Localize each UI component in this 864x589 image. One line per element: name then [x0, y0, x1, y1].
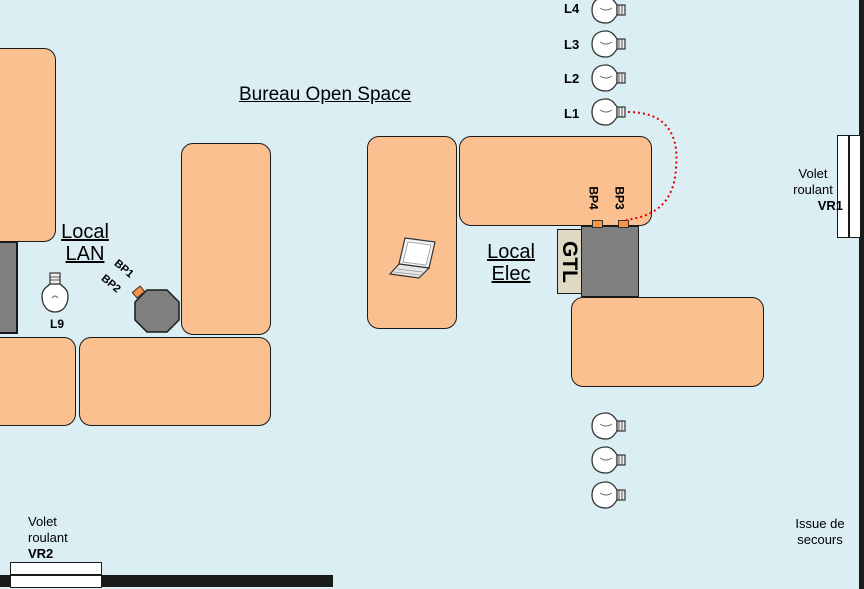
bp3-button[interactable] — [618, 220, 629, 228]
gtl-label: GTL — [558, 241, 581, 283]
local-lan-label: Local LAN — [50, 221, 120, 265]
wiring-l1-bp3 — [625, 111, 678, 221]
right-wall-lower — [859, 475, 864, 589]
desk-left-bottom-a — [0, 337, 76, 426]
lamp-l3-label: L3 — [564, 37, 580, 52]
gtl-cabinet — [581, 226, 639, 297]
emergency-exit-line2: secours — [797, 532, 843, 547]
desk-right-top — [459, 136, 652, 226]
lamp-l2-icon[interactable] — [588, 64, 628, 92]
lamp-l9-label: L9 — [50, 317, 65, 331]
desk-left-tall — [181, 143, 271, 335]
lamp-l1-icon[interactable] — [588, 98, 628, 126]
lamp-l1-label: L1 — [564, 106, 580, 121]
shutter-vr2-divider — [11, 574, 101, 576]
desk-left-top — [0, 48, 56, 242]
gtl-label-panel — [557, 229, 582, 294]
desk-center — [367, 136, 457, 329]
bp2-label: BP2 — [98, 272, 123, 296]
emergency-exit-label: Issue de secours — [788, 516, 852, 548]
lamp-l4-icon[interactable] — [588, 0, 628, 24]
local-elec-line2: Elec — [491, 263, 531, 285]
shutter-vr2-id: VR2 — [28, 546, 54, 561]
right-wall — [859, 0, 864, 475]
bp4-button[interactable] — [592, 220, 603, 228]
shutter-vr1-line2: roulant — [793, 182, 833, 197]
desk-right-bottom — [571, 297, 764, 387]
lamp-l2-label: L2 — [564, 71, 580, 86]
lamp-bottom-3-icon[interactable] — [588, 481, 628, 509]
shutter-vr2-label: Volet roulant VR2 — [28, 514, 68, 562]
shutter-vr1-line1: Volet — [798, 166, 828, 181]
shutter-vr1-label: Volet roulant VR1 — [783, 166, 843, 214]
lan-equipment-octagon — [134, 289, 180, 333]
shutter-vr1-id: VR1 — [817, 198, 843, 213]
local-elec-label: Local Elec — [476, 241, 546, 285]
desk-left-bottom-b — [79, 337, 271, 426]
lamp-bottom-1-icon[interactable] — [588, 412, 628, 440]
bp4-label: BP4 — [586, 186, 601, 210]
shutter-vr1[interactable] — [837, 135, 861, 238]
emergency-exit-line1: Issue de — [795, 516, 845, 531]
local-elec-line1: Local — [487, 241, 535, 263]
shutter-vr2-line2: roulant — [28, 530, 68, 545]
local-lan-line1: Local — [61, 221, 109, 243]
shutter-vr2[interactable] — [10, 562, 102, 588]
local-lan-line2: LAN — [65, 243, 105, 265]
lamp-l3-icon[interactable] — [588, 30, 628, 58]
lamp-bottom-2-icon[interactable] — [588, 446, 628, 474]
lan-cabinet — [0, 241, 18, 334]
laptop-icon — [389, 237, 436, 279]
lamp-l9-icon[interactable] — [40, 268, 70, 314]
open-space-title: Bureau Open Space — [239, 84, 412, 105]
lamp-l4-label: L4 — [564, 1, 580, 16]
shutter-vr2-line1: Volet — [28, 514, 57, 529]
shutter-vr1-divider — [848, 136, 850, 237]
